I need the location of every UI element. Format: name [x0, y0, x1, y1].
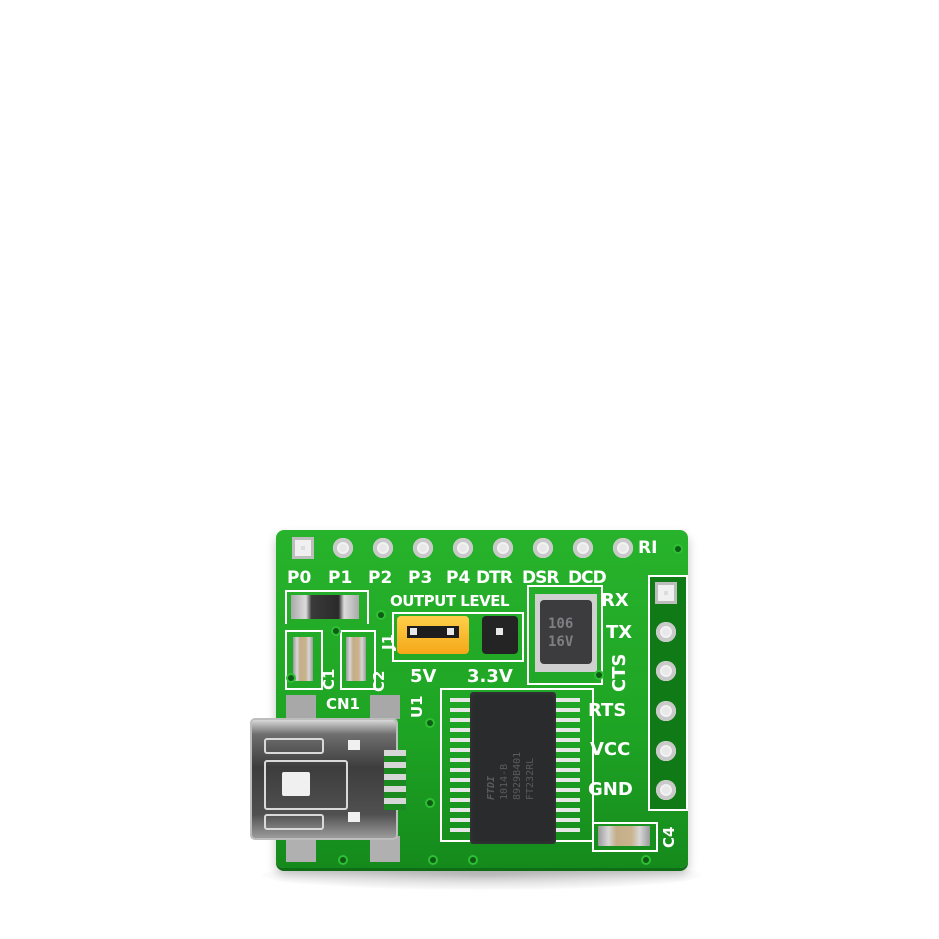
- jumper-pin-a: [410, 628, 417, 635]
- usb-side-pins: [384, 750, 406, 810]
- silk-box-c1: [285, 630, 323, 690]
- label-c4: C4: [660, 826, 678, 848]
- capacitor-voltage: 16V: [548, 634, 574, 650]
- ic-line-4: FT232RL: [525, 757, 536, 800]
- header-pad-p2: [373, 538, 393, 558]
- jumper-cap[interactable]: [397, 616, 469, 654]
- resistor-top: [291, 595, 359, 619]
- header-pad-dsr: [533, 538, 553, 558]
- capacitor-c2: [346, 637, 366, 681]
- silk-box-capacitor: [527, 585, 603, 685]
- side-pad-vcc: [656, 741, 676, 761]
- via: [427, 720, 433, 726]
- ic-line-2: 1014-B: [499, 763, 510, 800]
- via: [427, 800, 433, 806]
- via: [340, 857, 346, 863]
- ic-logo: FTDI: [486, 775, 497, 800]
- label-c2: C2: [370, 670, 388, 692]
- usb-window-top: [348, 740, 360, 750]
- header-pad-dcd: [573, 538, 593, 558]
- ic-pins-left: [450, 698, 470, 838]
- label-cts: CTS: [609, 653, 630, 692]
- label-dtr: DTR: [476, 568, 513, 588]
- via: [430, 857, 436, 863]
- label-p2: P2: [368, 568, 393, 588]
- label-tx: TX: [606, 622, 633, 643]
- usb-tongue: [282, 772, 310, 796]
- ic-line-3: 8929B401: [512, 751, 523, 800]
- capacitor-value: 106: [548, 616, 574, 632]
- label-ri: RI: [638, 538, 658, 558]
- silk-box-top-left: [285, 590, 369, 624]
- usb-pad-tl: [286, 695, 316, 719]
- label-gnd: GND: [588, 779, 633, 800]
- label-p1: P1: [328, 568, 353, 588]
- header-pad-dtr: [493, 538, 513, 558]
- silk-box-c2: [340, 630, 376, 690]
- side-pad-tx: [656, 622, 676, 642]
- header-pad-p1: [333, 538, 353, 558]
- label-3v3: 3.3V: [467, 666, 513, 687]
- jumper-pin-b: [447, 628, 454, 635]
- capacitor-c4: [598, 826, 650, 846]
- side-pad-rts: [656, 701, 676, 721]
- via: [288, 675, 294, 681]
- via: [596, 672, 602, 678]
- label-rts: RTS: [588, 700, 627, 721]
- jumper-pin-header: [482, 616, 518, 654]
- usb-pad-tr: [370, 695, 400, 719]
- label-dsr: DSR: [522, 568, 559, 588]
- header-pad-p4: [453, 538, 473, 558]
- label-5v: 5V: [410, 666, 437, 687]
- capacitor-c1: [293, 637, 313, 681]
- jumper-pin-c: [496, 628, 503, 635]
- usb-slot-top: [264, 738, 324, 754]
- side-pad-cts: [656, 661, 676, 681]
- label-c1: C1: [320, 668, 338, 690]
- label-p0: P0: [287, 568, 312, 588]
- via: [333, 628, 339, 634]
- output-level-title: OUTPUT LEVEL: [390, 592, 510, 610]
- label-p3: P3: [408, 568, 433, 588]
- side-pad-rx: [655, 582, 677, 604]
- usb-slot-mid: [264, 760, 348, 810]
- header-pad-p3: [413, 538, 433, 558]
- mounting-via: [675, 546, 681, 552]
- via: [643, 857, 649, 863]
- usb-pad-bl: [286, 836, 316, 862]
- label-rx: RX: [601, 590, 629, 611]
- ftdi-chip: [470, 692, 556, 844]
- usb-pad-br: [370, 836, 400, 862]
- header-pad-ri: [613, 538, 633, 558]
- label-dcd: DCD: [568, 568, 607, 588]
- ic-pins-right: [556, 698, 580, 838]
- side-header-strip: [648, 575, 688, 811]
- label-cn1: CN1: [326, 695, 360, 713]
- label-vcc: VCC: [590, 739, 631, 760]
- side-pad-gnd: [656, 780, 676, 800]
- tantalum-capacitor: [540, 600, 592, 664]
- silk-box-c4: [592, 822, 658, 852]
- mini-usb-connector: [252, 720, 406, 838]
- header-pad-p0: [292, 537, 314, 559]
- label-u1: U1: [408, 695, 426, 718]
- jumper-slot: [407, 626, 459, 638]
- label-p4: P4: [446, 568, 471, 588]
- silk-box-jumper: [392, 612, 524, 662]
- via: [378, 612, 384, 618]
- via: [470, 857, 476, 863]
- usb-window-bottom: [348, 812, 360, 822]
- usb-slot-bottom: [264, 814, 324, 830]
